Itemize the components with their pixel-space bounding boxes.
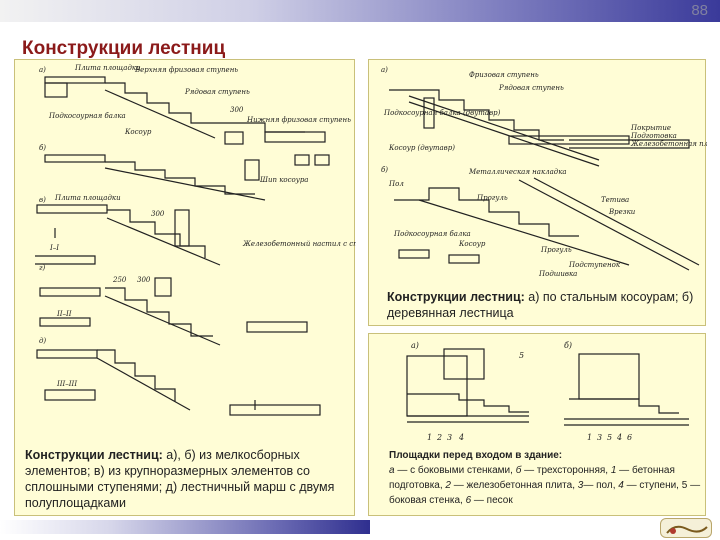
diagram-label: 3 bbox=[447, 433, 452, 442]
diagram-label: Прогуль bbox=[476, 194, 508, 202]
diagram-label: Подготовка bbox=[630, 132, 677, 140]
diagram-label: Врезки bbox=[608, 208, 636, 216]
diagram-label: Рядовая ступень bbox=[184, 88, 250, 96]
diagram-label: Плита площадки bbox=[74, 64, 141, 72]
caption-text: а) по стальным косоурам; б) деревянная л… bbox=[387, 290, 694, 320]
diagram-label: 1 bbox=[587, 433, 592, 442]
diagram-label: 5 bbox=[607, 433, 612, 442]
diagram-label: Шип косоура bbox=[259, 176, 308, 184]
diagram-label: б) bbox=[381, 166, 388, 174]
diagram-label: Косоур (двутавр) bbox=[388, 144, 455, 152]
diagram-label: III–III bbox=[56, 380, 77, 388]
page-number: 88 bbox=[691, 2, 708, 19]
diagram-label: 250 bbox=[112, 276, 127, 284]
diagram-label: Косоур bbox=[458, 240, 486, 248]
diagram-label: 6 bbox=[627, 433, 632, 442]
logo-icon bbox=[660, 518, 712, 538]
left-figure-panel: а) Плита площадки Верхняя фризовая ступе… bbox=[14, 59, 356, 516]
diagram-label: д) bbox=[39, 337, 46, 345]
diagram-label: Подкосоурная балка bbox=[48, 112, 126, 120]
caption-heading: Конструкции лестниц: bbox=[25, 448, 163, 462]
diagram-label: Покрытие bbox=[630, 124, 671, 132]
caption-heading: Конструкции лестниц: bbox=[387, 290, 525, 304]
diagram-label: б) bbox=[39, 144, 46, 152]
diagram-label: Прогуль bbox=[540, 246, 572, 254]
steel-wood-stair-drawings: а) Фризовая ступень Рядовая ступень Подк… bbox=[381, 66, 707, 278]
page-title: Конструкции лестниц bbox=[22, 38, 226, 59]
diagram-label: Металлическая накладка bbox=[468, 168, 567, 176]
diagram-label: 4 bbox=[458, 433, 464, 442]
diagram-label: 300 bbox=[230, 106, 244, 114]
diagram-label: Железобетонный настил с стальными полоса… bbox=[242, 240, 356, 248]
top-gradient-bar bbox=[0, 0, 720, 22]
diagram-label: Нижняя фризовая ступень bbox=[246, 116, 351, 124]
diagram-label: б) bbox=[564, 341, 572, 350]
diagram-label: Подступенок bbox=[568, 261, 621, 269]
diagram-label: а) bbox=[411, 341, 419, 350]
diagram-label: Подкосоурная балка bbox=[393, 230, 471, 238]
left-figure-caption: Конструкции лестниц: а), б) из мелкосбор… bbox=[25, 447, 350, 511]
right-bottom-figure-panel: а) 5 б) 1 2 3 4 1 3 5 4 6 Площадки перед… bbox=[368, 333, 706, 516]
diagram-label: Плита площадки bbox=[54, 194, 121, 202]
diagram-label: а) bbox=[381, 66, 388, 74]
right-bottom-figure-caption: Площадки перед входом в здание: а — с бо… bbox=[389, 450, 701, 506]
diagram-label: 300 bbox=[137, 276, 151, 284]
diagram-label: 1 bbox=[427, 433, 432, 442]
diagram-label: Фризовая ступень bbox=[469, 71, 539, 79]
diagram-label: 4 bbox=[616, 433, 622, 442]
diagram-label: 3 bbox=[597, 433, 602, 442]
diagram-label: Рядовая ступень bbox=[498, 84, 564, 92]
diagram-label: а) bbox=[39, 66, 46, 74]
stair-construction-drawings-left: а) Плита площадки Верхняя фризовая ступе… bbox=[35, 64, 356, 416]
diagram-label: Верхняя фризовая ступень bbox=[134, 66, 238, 74]
diagram-label: в) bbox=[39, 196, 46, 204]
diagram-label: Косоур bbox=[124, 128, 152, 136]
diagram-label: Подшивка bbox=[538, 270, 577, 278]
diagram-label: Подкосоурная балка (двутавр) bbox=[383, 109, 501, 117]
bottom-gradient-bar bbox=[0, 520, 370, 534]
caption-heading: Площадки перед входом в здание: bbox=[389, 450, 563, 461]
entrance-platform-drawings: а) 5 б) 1 2 3 4 1 3 5 4 6 bbox=[406, 341, 689, 442]
caption-text: а), б) из мелкосборных элементов; в) из … bbox=[25, 448, 335, 510]
diagram-label: Железобетонная плита bbox=[630, 140, 707, 148]
right-top-figure-panel: а) Фризовая ступень Рядовая ступень Подк… bbox=[368, 59, 707, 326]
diagram-label: 2 bbox=[436, 433, 442, 442]
diagram-label: 300 bbox=[151, 210, 165, 218]
right-top-figure-caption: Конструкции лестниц: а) по стальным косо… bbox=[387, 289, 697, 321]
diagram-label: 5 bbox=[519, 351, 524, 360]
diagram-label: Пол bbox=[388, 180, 404, 188]
diagram-label: Тетива bbox=[601, 196, 629, 204]
diagram-label: II–II bbox=[56, 310, 72, 318]
diagram-label: I–I bbox=[49, 244, 59, 252]
diagram-label: г) bbox=[39, 264, 46, 272]
